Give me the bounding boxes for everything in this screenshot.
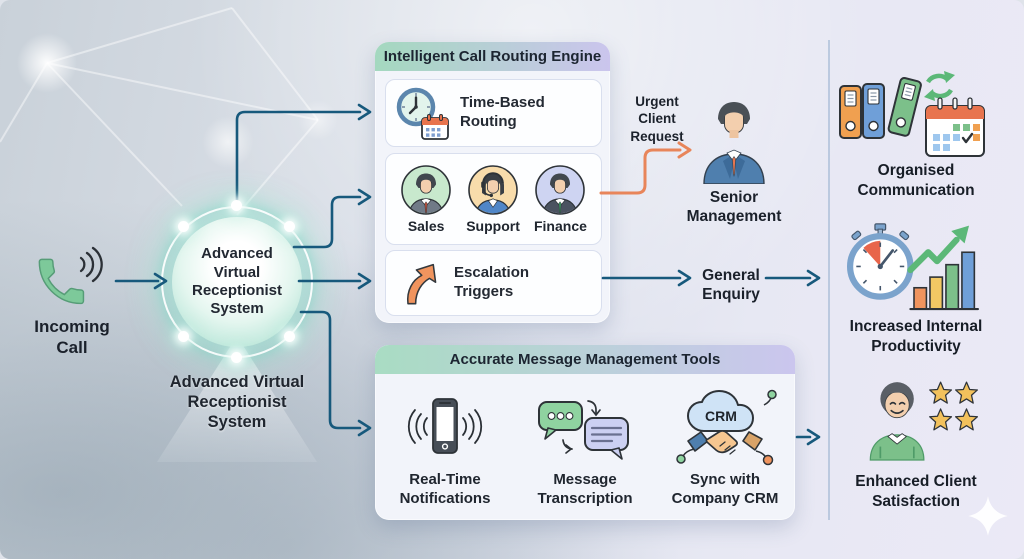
sparkle-icon — [968, 496, 1008, 536]
crm-cloud-handshake-icon: CRM — [676, 389, 777, 466]
hub-ring-dot — [231, 352, 242, 363]
stopwatch-chart-icon — [846, 223, 980, 311]
hub-label: Advanced Virtual Receptionist System — [191, 245, 282, 318]
hub-caption: Advanced Virtual Receptionist System — [169, 373, 305, 432]
urgent-client-request-label: Urgent Client Request — [630, 94, 684, 144]
message-tools-panel: Accurate Message Management Tools — [375, 345, 795, 520]
department-support: Support — [466, 164, 520, 234]
hub-ring-dot — [231, 200, 242, 211]
department-sales: Sales — [400, 164, 452, 234]
hub-circle: Advanced Virtual Receptionist System — [161, 206, 313, 358]
message-tools-title: Accurate Message Management Tools — [375, 345, 795, 374]
departments-item: Sales — [385, 153, 602, 245]
vibrating-phone-icon — [407, 398, 483, 454]
finance-agent-avatar — [535, 165, 586, 215]
real-time-notifications-item: Real-Time Notifications — [375, 384, 515, 509]
support-label: Support — [466, 218, 520, 234]
crm-sync-label: Sync with Company CRM — [671, 471, 779, 507]
real-time-notifications-label: Real-Time Notifications — [399, 471, 491, 507]
section-divider — [828, 40, 830, 520]
sync-arrows-icon — [924, 71, 955, 101]
hub-ring-dot — [284, 331, 295, 342]
organised-communication-label: Organised Communication — [857, 162, 975, 199]
escalation-triggers-item: Escalation Triggers — [385, 250, 602, 316]
clock-calendar-icon — [396, 87, 449, 140]
binders-calendar-icon — [839, 71, 985, 157]
finance-label: Finance — [533, 218, 587, 234]
businessman-icon — [703, 102, 765, 184]
sales-label: Sales — [407, 218, 445, 234]
department-finance: Finance — [534, 164, 587, 234]
support-agent-avatar — [468, 165, 518, 215]
routing-engine-panel: Intelligent Call Routing Engine — [375, 42, 610, 323]
chat-bubbles-icon — [538, 400, 629, 460]
sales-agent-avatar — [401, 165, 451, 215]
hub-ring-dot — [284, 221, 295, 232]
incoming-call-label: Incoming Call — [34, 317, 110, 358]
crm-sync-item: CRM — [655, 384, 795, 509]
time-based-routing-label: Time-Based Routing — [460, 94, 545, 130]
senior-management-label: Senior Management — [686, 189, 782, 226]
general-enquiry-label: General Enquiry — [702, 267, 760, 304]
message-transcription-item: Message Transcription — [515, 384, 655, 509]
increased-productivity-label: Increased Internal Productivity — [849, 318, 983, 355]
message-transcription-label: Message Transcription — [537, 471, 633, 507]
escalation-triggers-label: Escalation Triggers — [454, 264, 530, 300]
happy-client-stars-icon — [869, 381, 979, 461]
client-satisfaction-label: Enhanced Client Satisfaction — [855, 473, 977, 510]
hub-ring-dot — [178, 221, 189, 232]
crm-badge: CRM — [705, 408, 737, 424]
hub-ring-dot — [178, 331, 189, 342]
escalation-arrow-icon — [406, 263, 437, 305]
phone-waves-icon — [38, 246, 103, 305]
time-based-routing-item: Time-Based Routing — [385, 79, 602, 147]
routing-engine-title: Intelligent Call Routing Engine — [375, 42, 610, 71]
